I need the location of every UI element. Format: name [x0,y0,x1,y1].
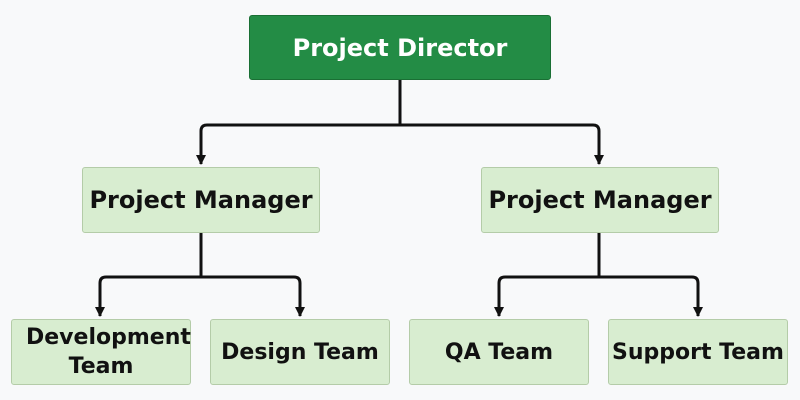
qa-team-node: QA Team [409,319,589,385]
connector-director-manager-left [196,80,402,165]
connector-manager-left-design [201,275,305,317]
connector-director-manager-right [400,123,604,165]
project-manager-node-right: Project Manager [481,167,719,233]
design-team-node: Design Team [210,319,390,385]
design-team-label: Design Team [221,339,379,365]
project-manager-node-left: Project Manager [82,167,320,233]
project-director-label: Project Director [292,33,508,62]
support-team-label: Support Team [612,339,784,365]
development-team-label: Development Team [26,325,191,379]
support-team-node: Support Team [608,319,788,385]
project-manager-label-left: Project Manager [89,186,313,214]
development-team-node: Development Team [11,319,191,385]
connector-manager-right-qa [494,233,601,317]
qa-team-label: QA Team [444,339,554,365]
connector-manager-left-development [95,233,203,317]
project-manager-label-right: Project Manager [488,186,712,214]
connector-manager-right-support [599,275,703,317]
project-director-node: Project Director [249,15,551,80]
